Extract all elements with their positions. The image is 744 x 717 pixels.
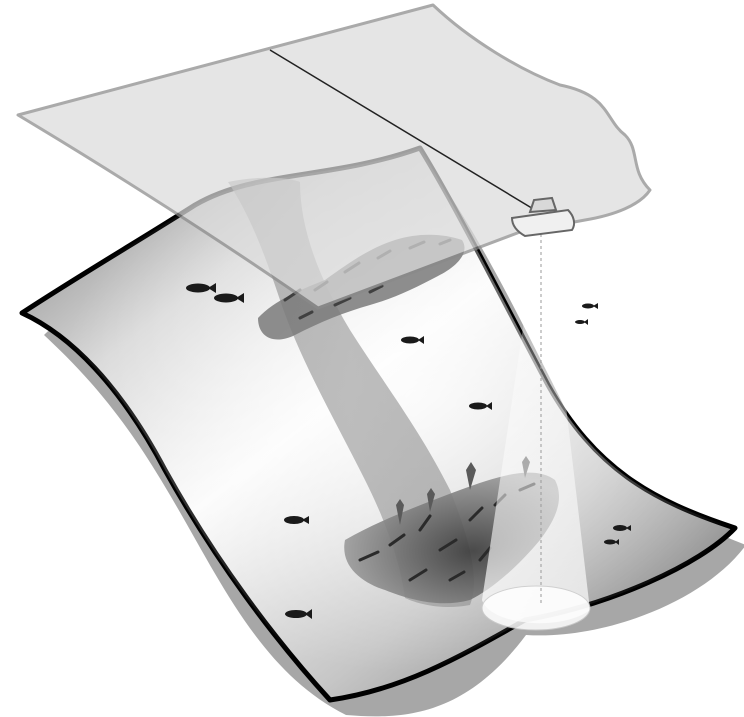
fish-icon bbox=[582, 303, 598, 309]
fish-icon bbox=[575, 319, 588, 325]
